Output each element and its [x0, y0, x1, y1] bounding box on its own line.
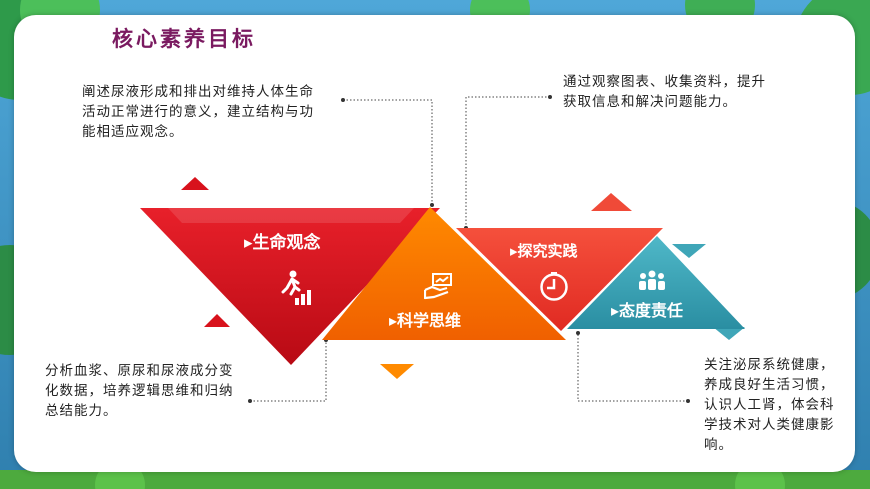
- label-attitude-responsibility-text: 态度责任: [619, 301, 684, 320]
- decor-triangle-6: [713, 327, 745, 340]
- triangle-life-highlight: [168, 208, 414, 223]
- hand-chart-icon: [424, 273, 452, 300]
- connector-line-3: [465, 96, 550, 228]
- decor-triangle-4: [672, 244, 706, 258]
- desc-scientific-thinking: 分析血浆、原尿和尿液成分变化数据，培养逻辑思维和归纳总结能力。: [45, 363, 234, 419]
- connector-dot-4: [686, 399, 690, 403]
- desc-attitude-responsibility: 关注泌尿系统健康，养成良好生活习惯，认识人工肾，体会科学技术对人类健康影响。: [704, 357, 835, 453]
- page-title: 核心素养目标: [112, 26, 256, 51]
- label-attitude-responsibility: ▸态度责任: [611, 301, 684, 320]
- desc-life-concept: 阐述尿液形成和排出对维持人体生命活动正常进行的意义，建立结构与功能相适应观念。: [82, 84, 314, 140]
- label-inquiry-practice: ▸探究实践: [510, 242, 578, 260]
- decor-triangle-2: [204, 314, 230, 327]
- connector-dot-3: [548, 95, 552, 99]
- desc-inquiry-practice: 通过观察图表、收集资料，提升获取信息和解决问题能力。: [563, 74, 766, 110]
- decor-triangle-5: [380, 364, 414, 379]
- label-life-concept: ▸生命观念: [244, 233, 321, 253]
- connector-line-1: [343, 99, 433, 205]
- connector-dot-1b: [430, 203, 434, 207]
- running-stairs-icon: [281, 270, 311, 305]
- connector-line-2: [250, 340, 327, 402]
- connector-dot-4b: [576, 331, 580, 335]
- clock-icon: [540, 272, 568, 301]
- label-scientific-thinking-text: 科学思维: [397, 311, 462, 330]
- people-icon: [639, 270, 665, 290]
- connector-dot-2: [248, 399, 252, 403]
- label-scientific-thinking: ▸科学思维: [389, 311, 462, 330]
- triangle-inquiry-practice: [456, 228, 663, 331]
- connector-dot-1: [341, 98, 345, 102]
- label-life-concept-text: 生命观念: [252, 233, 321, 253]
- connector-line-4: [577, 333, 688, 402]
- decor-triangle-3: [591, 193, 632, 211]
- decor-triangle-1: [181, 177, 209, 190]
- triangle-life-concept: [140, 208, 440, 365]
- label-inquiry-practice-text: 探究实践: [517, 242, 578, 260]
